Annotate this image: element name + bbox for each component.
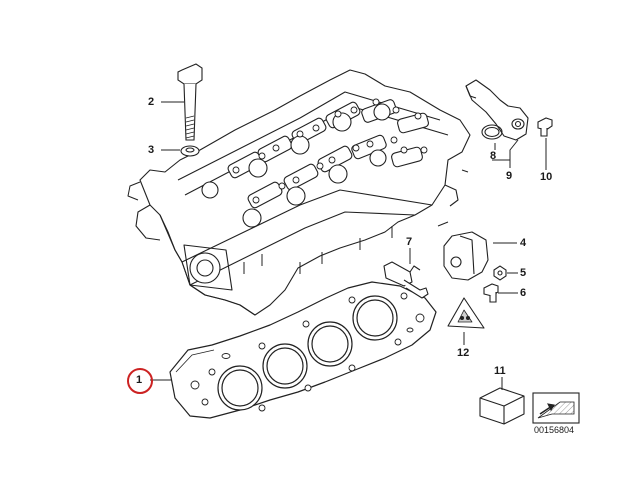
callout-6: 6 <box>520 287 527 299</box>
cover-plate <box>443 231 489 281</box>
callout-3: 3 <box>148 144 155 156</box>
o-ring <box>481 124 503 140</box>
callout-11: 11 <box>494 365 506 377</box>
callout-4: 4 <box>520 237 527 249</box>
small-parts-box <box>479 387 525 425</box>
callout-1: 1 <box>136 374 143 386</box>
head-bolt <box>177 63 203 141</box>
callout-8: 8 <box>490 150 497 162</box>
flange-bolt <box>537 117 553 137</box>
warning-label <box>447 297 485 329</box>
washer <box>180 145 200 157</box>
reference-number: 00156804 <box>534 425 575 435</box>
cylinder-head <box>127 69 471 316</box>
screw <box>483 283 499 303</box>
callout-1-highlight-ring <box>127 368 153 394</box>
leader-lines <box>150 101 547 390</box>
callout-7: 7 <box>406 236 413 248</box>
callout-5: 5 <box>520 267 527 279</box>
head-gasket <box>169 281 437 419</box>
nut <box>493 265 507 281</box>
callout-9: 9 <box>506 170 513 182</box>
reference-symbol-box <box>532 392 580 424</box>
callout-10: 10 <box>540 171 553 183</box>
callout-12: 12 <box>457 347 470 359</box>
coolant-flange <box>465 79 529 141</box>
callout-2: 2 <box>148 96 155 108</box>
temperature-sensor <box>383 261 429 299</box>
